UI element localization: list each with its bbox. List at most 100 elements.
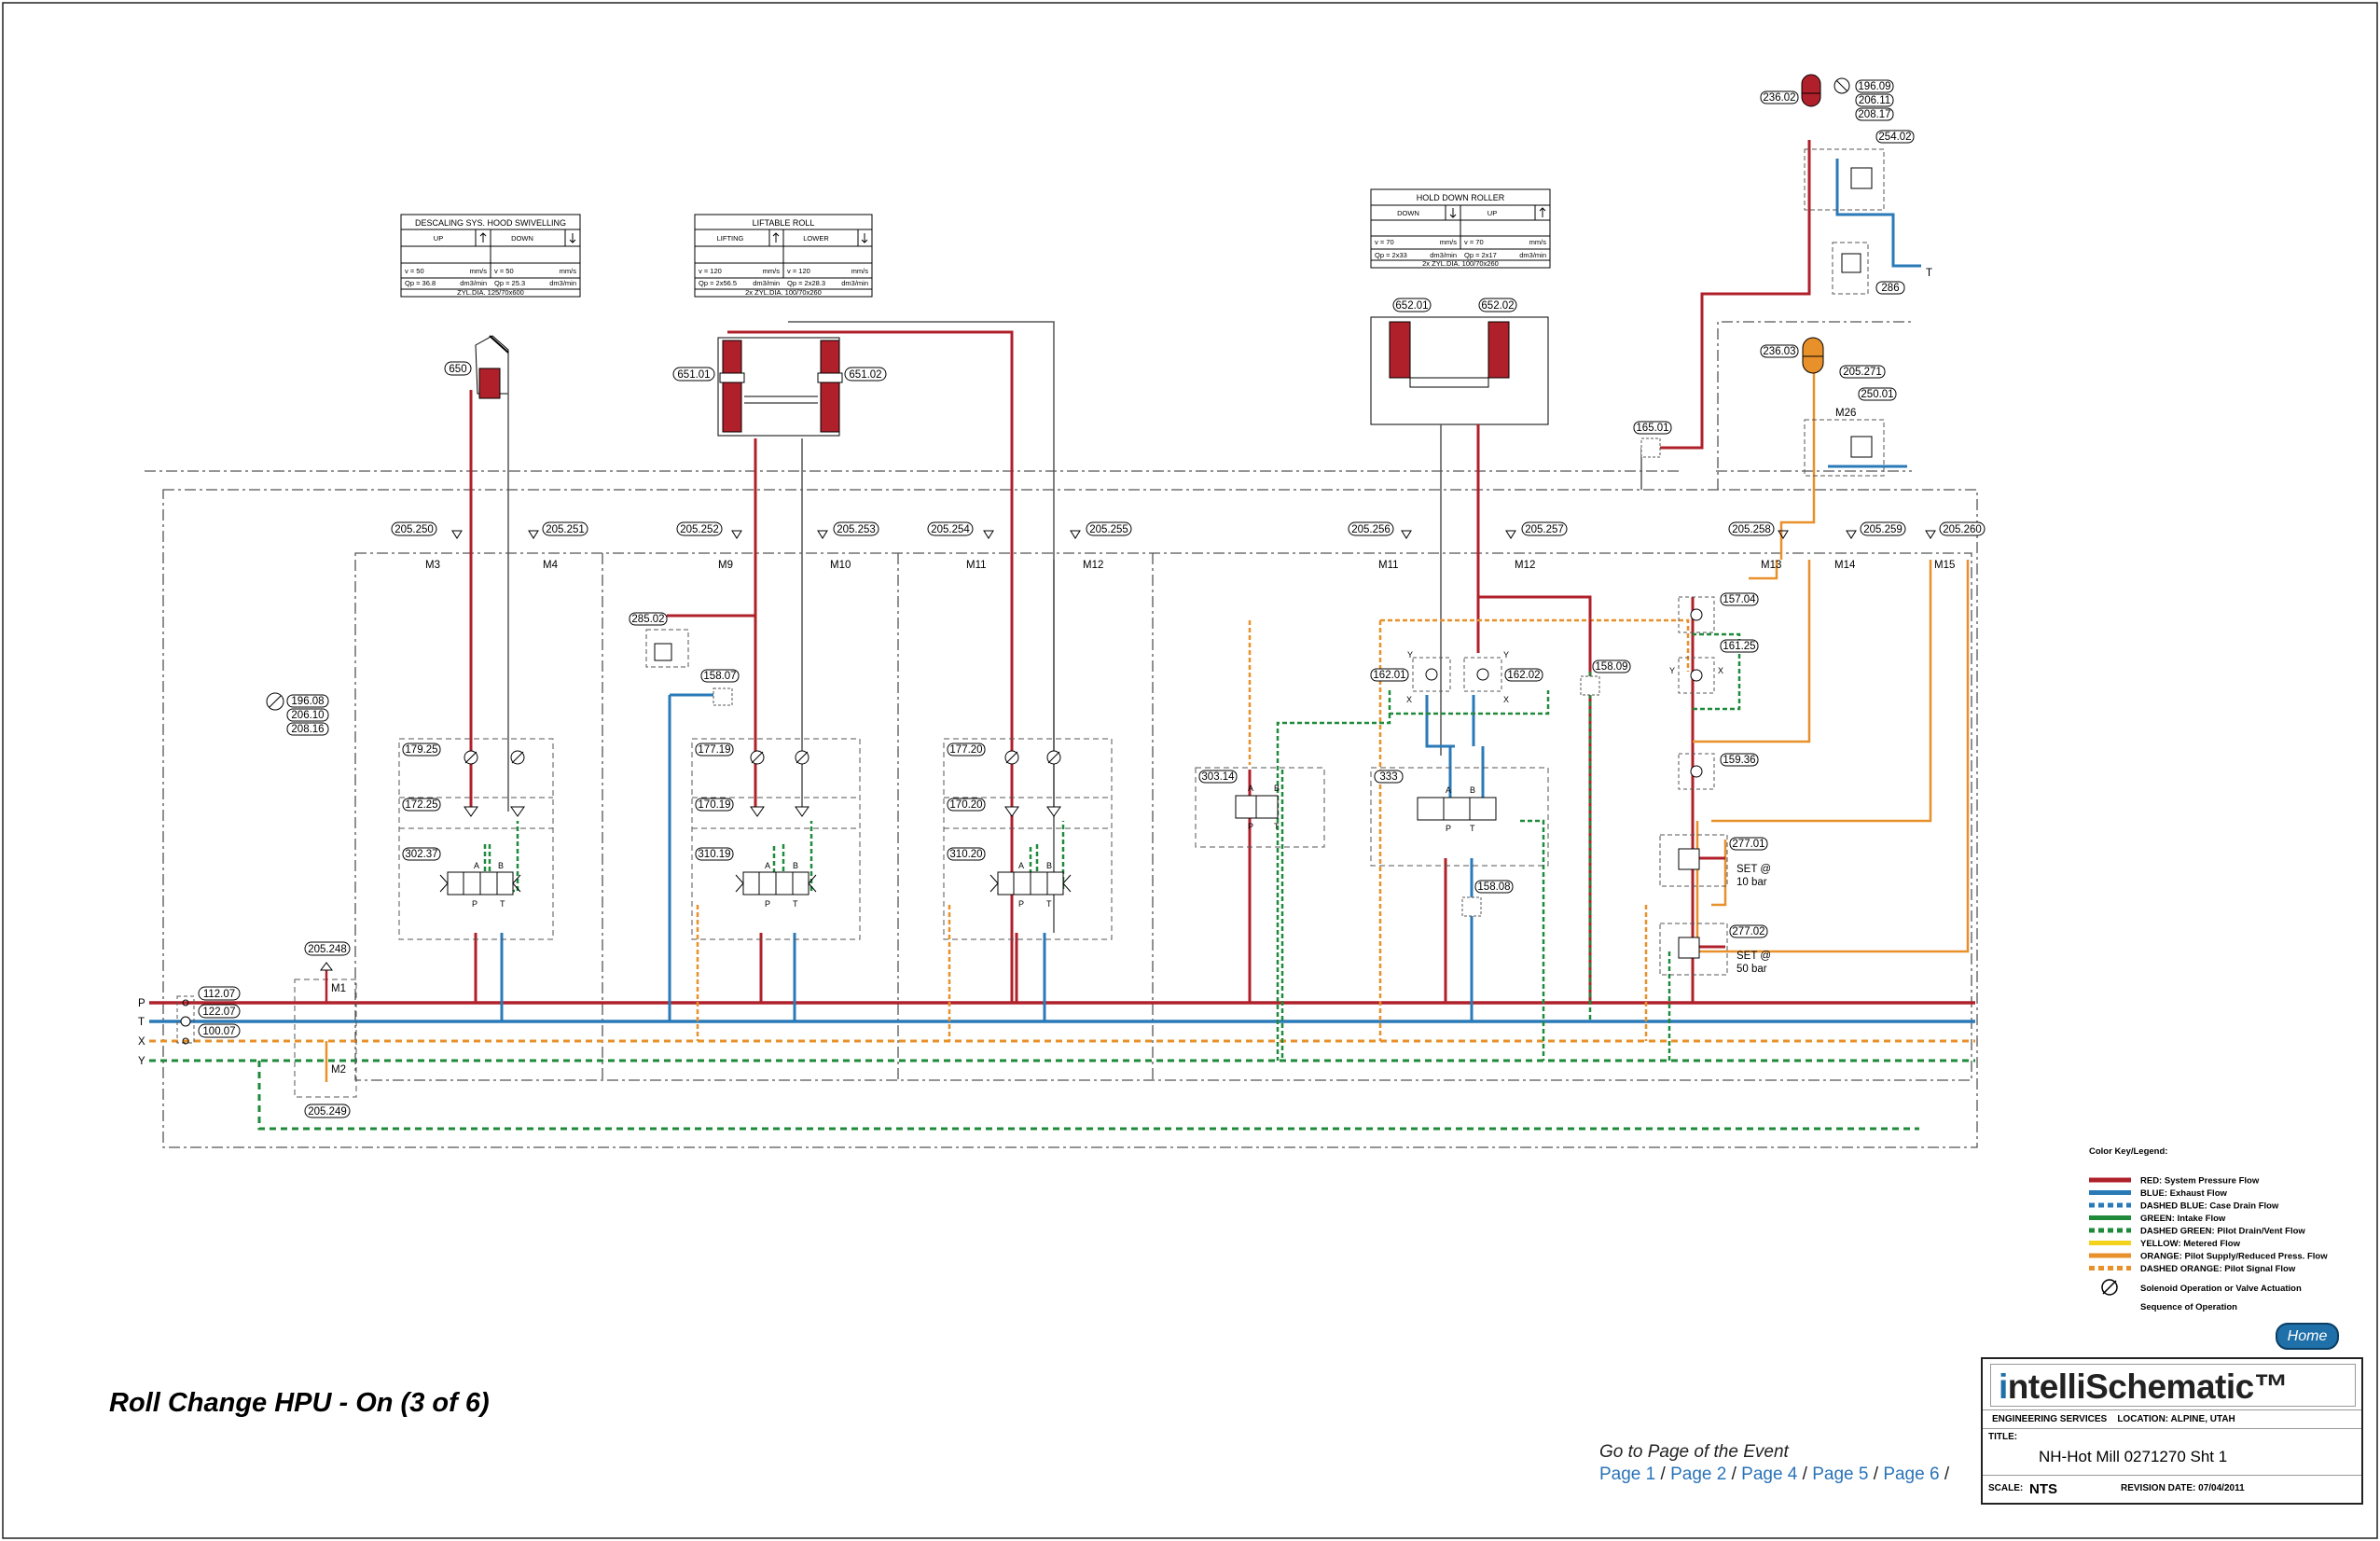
svg-text:208.17: 208.17 — [1858, 109, 1890, 120]
svg-text:179.25: 179.25 — [405, 744, 437, 756]
svg-text:170.20: 170.20 — [949, 799, 982, 811]
legend-item-label: BLUE: Exhaust Flow — [2140, 1188, 2228, 1199]
legend-item-label: GREEN: Intake Flow — [2140, 1214, 2226, 1224]
cylinder-650: 650 — [444, 335, 509, 399]
svg-text:mm/s: mm/s — [1529, 238, 1547, 246]
svg-text:205.257: 205.257 — [1525, 524, 1564, 535]
svg-text:Y: Y — [1503, 650, 1509, 659]
legend-item-label: DASHED GREEN: Pilot Drain/Vent Flow — [2140, 1227, 2305, 1237]
svg-text:277.01: 277.01 — [1732, 839, 1764, 850]
svg-text:162.02: 162.02 — [1507, 670, 1540, 681]
svg-text:T: T — [1470, 824, 1475, 833]
title-row: TITLE: NH-Hot Mill 0271270 Sht 1 — [1983, 1428, 2361, 1476]
svg-text:P: P — [472, 899, 477, 909]
tag-100-07: 100.07 — [198, 1023, 241, 1038]
svg-text:206.11: 206.11 — [1859, 95, 1890, 106]
legend-item-label: YELLOW: Metered Flow — [2140, 1239, 2241, 1249]
svg-text:196.08: 196.08 — [291, 696, 324, 707]
svg-text:205.250: 205.250 — [394, 524, 434, 535]
svg-text:mm/s: mm/s — [763, 267, 781, 275]
svg-text:651.01: 651.01 — [677, 369, 710, 381]
label-p: P — [138, 998, 145, 1009]
page-link-1[interactable]: Page 1 — [1599, 1465, 1656, 1484]
svg-text:A: A — [1018, 861, 1024, 870]
svg-text:250.01: 250.01 — [1861, 389, 1893, 400]
label-x: X — [138, 1036, 145, 1048]
page-link-5[interactable]: Page 5 — [1812, 1465, 1869, 1484]
svg-text:T: T — [1046, 899, 1052, 909]
main-lines: P T X Y — [138, 998, 1975, 1131]
svg-text:M4: M4 — [543, 560, 559, 571]
svg-text:X: X — [1406, 695, 1412, 704]
svg-text:M10: M10 — [830, 560, 851, 571]
svg-text:112.07: 112.07 — [203, 989, 235, 1000]
svg-text:303.14: 303.14 — [1201, 771, 1235, 783]
svg-text:B: B — [1470, 785, 1475, 795]
svg-text:205.252: 205.252 — [680, 524, 719, 535]
legend: Color Key/Legend: RED: System Pressure F… — [2089, 1146, 2328, 1312]
home-button[interactable]: Home — [2276, 1323, 2339, 1350]
svg-text:v = 70: v = 70 — [1375, 238, 1394, 246]
page-link-2[interactable]: Page 2 — [1670, 1465, 1727, 1484]
svg-text:A: A — [765, 861, 770, 870]
svg-text:HOLD DOWN ROLLER: HOLD DOWN ROLLER — [1417, 193, 1505, 202]
svg-text:M3: M3 — [425, 560, 440, 571]
svg-text:205.259: 205.259 — [1863, 524, 1903, 535]
svg-text:Color Key/Legend:: Color Key/Legend: — [2089, 1146, 2167, 1157]
svg-text:LIFTING: LIFTING — [717, 234, 744, 243]
svg-text:P: P — [1018, 899, 1024, 909]
page-link-6[interactable]: Page 6 — [1883, 1465, 1940, 1484]
svg-text:dm3/min: dm3/min — [549, 279, 576, 287]
svg-text:M12: M12 — [1083, 560, 1103, 571]
svg-text:205.251: 205.251 — [546, 524, 585, 535]
revision-date: REVISION DATE: 07/04/2011 — [2121, 1483, 2245, 1493]
svg-text:v = 120: v = 120 — [699, 267, 722, 275]
svg-text:122.07: 122.07 — [202, 1007, 235, 1018]
flow-lines — [457, 140, 1970, 1061]
svg-text:mm/s: mm/s — [470, 267, 488, 275]
svg-text:v = 70: v = 70 — [1464, 238, 1484, 246]
svg-text:650: 650 — [449, 364, 466, 375]
svg-text:mm/s: mm/s — [560, 267, 577, 275]
cylinders-652: 652.01 652.02 — [1370, 298, 1549, 425]
svg-text:310.20: 310.20 — [949, 849, 982, 860]
svg-text:mm/s: mm/s — [851, 267, 869, 275]
tag-205-249: 205.249 — [304, 1104, 351, 1118]
legend-solenoid: Solenoid Operation or Valve Actuation — [2140, 1284, 2302, 1294]
svg-text:M12: M12 — [1515, 560, 1535, 571]
svg-text:v = 50: v = 50 — [494, 267, 514, 275]
svg-text:v = 50: v = 50 — [405, 267, 424, 275]
line-y-return — [257, 1061, 1919, 1131]
svg-text:T: T — [793, 899, 798, 909]
svg-text:SET @: SET @ — [1737, 951, 1771, 962]
svg-text:254.02: 254.02 — [1878, 132, 1911, 143]
svg-text:dm3/min: dm3/min — [753, 279, 780, 287]
svg-text:205.260: 205.260 — [1943, 524, 1982, 535]
svg-text:Qp = 2x17: Qp = 2x17 — [1464, 251, 1497, 259]
svg-text:652.02: 652.02 — [1481, 300, 1514, 312]
drawing-title: NH-Hot Mill 0271270 Sht 1 — [2039, 1448, 2228, 1465]
legend-item-label: ORANGE: Pilot Supply/Reduced Press. Flow — [2140, 1252, 2328, 1262]
svg-text:P: P — [1248, 822, 1253, 831]
svg-text:M9: M9 — [718, 560, 733, 571]
scale-row: SCALE: NTS REVISION DATE: 07/04/2011 — [1983, 1475, 2361, 1506]
svg-text:205.256: 205.256 — [1351, 524, 1391, 535]
svg-text:ZYL.DIA. 125/70x600: ZYL.DIA. 125/70x600 — [457, 288, 524, 297]
svg-text:157.04: 157.04 — [1723, 594, 1756, 605]
svg-text:286: 286 — [1881, 283, 1899, 294]
svg-text:dm3/min: dm3/min — [1519, 251, 1546, 259]
svg-text:Qp = 25.3: Qp = 25.3 — [494, 279, 525, 287]
svg-text:M15: M15 — [1934, 560, 1955, 571]
label-y: Y — [138, 1056, 145, 1067]
svg-text:M11: M11 — [1378, 560, 1399, 571]
svg-text:205.255: 205.255 — [1089, 524, 1128, 535]
svg-text:X: X — [1503, 695, 1509, 704]
page-link-4[interactable]: Page 4 — [1741, 1465, 1798, 1484]
valve-285-02: 285.02 158.07 — [629, 612, 740, 706]
svg-text:X: X — [1718, 666, 1723, 675]
svg-text:159.36: 159.36 — [1723, 755, 1755, 766]
